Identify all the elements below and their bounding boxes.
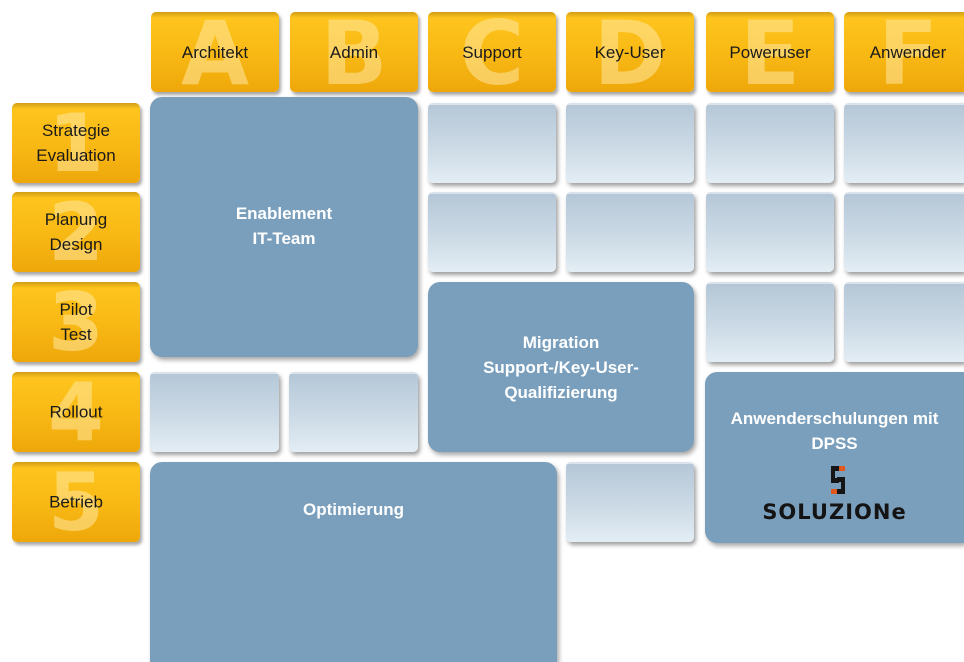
row-label: Planung Design	[12, 207, 140, 257]
column-header-d: D Key-User	[566, 12, 694, 92]
column-header-c: C Support	[428, 12, 556, 92]
block-label: Migration Support-/Key-User- Qualifizier…	[428, 330, 694, 405]
cell-a4	[150, 372, 279, 452]
row-label: Rollout	[12, 400, 140, 425]
row-label: Strategie Evaluation	[12, 118, 140, 168]
block-label: Optimierung	[150, 497, 557, 522]
row-label-line: Strategie	[41, 121, 111, 140]
cell-e2	[706, 192, 834, 272]
block-label-line: DPSS	[811, 434, 858, 453]
row-header-3: 3 Pilot Test	[12, 282, 140, 362]
block-enablement-it-team: Enablement IT-Team	[150, 97, 418, 357]
cell-f1	[844, 103, 964, 183]
cell-f3	[844, 282, 964, 362]
cell-e1	[706, 103, 834, 183]
row-label-line: Design	[49, 235, 103, 254]
block-label-line: Support-/Key-User-	[483, 358, 639, 377]
cell-b4	[289, 372, 418, 452]
column-header-f: F Anwender	[844, 12, 964, 92]
block-label: Enablement IT-Team	[150, 201, 418, 251]
soluzione-logo-text: SOLUZIONe	[762, 500, 907, 524]
block-label: Anwenderschulungen mit DPSS	[705, 406, 964, 456]
row-label: Betrieb	[12, 490, 140, 515]
column-label: Key-User	[594, 43, 666, 62]
column-label: Anwender	[869, 43, 947, 62]
column-header-e: E Poweruser	[706, 12, 834, 92]
row-header-2: 2 Planung Design	[12, 192, 140, 272]
row-label-line: Betrieb	[49, 492, 103, 512]
row-label-line: Planung	[44, 210, 108, 229]
block-label-line: Migration	[522, 333, 600, 352]
row-label-line: Pilot	[59, 300, 93, 319]
cell-e3	[706, 282, 834, 362]
block-migration-qualifizierung: Migration Support-/Key-User- Qualifizier…	[428, 282, 694, 452]
cell-d2	[566, 192, 694, 272]
cell-d1	[566, 103, 694, 183]
column-label: Support	[462, 43, 522, 62]
cell-d5	[566, 462, 694, 542]
soluzione-logo-icon	[831, 466, 845, 494]
block-label-line: IT-Team	[252, 229, 316, 248]
block-label-line: Qualifizierung	[504, 383, 618, 402]
block-optimierung: Optimierung	[150, 462, 557, 662]
column-label: Admin	[329, 43, 379, 62]
row-label-line: Evaluation	[36, 146, 116, 165]
block-label-line: Enablement	[235, 204, 333, 223]
row-header-4: 4 Rollout	[12, 372, 140, 452]
column-label: Poweruser	[729, 43, 811, 62]
block-label-line: Anwenderschulungen mit	[730, 409, 939, 428]
cell-c1	[428, 103, 556, 183]
block-anwenderschulungen-dpss: Anwenderschulungen mit DPSS SOLUZIONe	[705, 372, 964, 543]
row-header-5: 5 Betrieb	[12, 462, 140, 542]
column-label: Architekt	[181, 43, 249, 62]
cell-c2	[428, 192, 556, 272]
row-header-1: 1 Strategie Evaluation	[12, 103, 140, 183]
column-header-a: A Architekt	[151, 12, 279, 92]
block-label-line: Optimierung	[302, 500, 405, 519]
cell-f2	[844, 192, 964, 272]
row-label: Pilot Test	[12, 297, 140, 347]
column-header-b: B Admin	[290, 12, 418, 92]
row-label-line: Rollout	[49, 402, 103, 422]
row-label-line: Test	[60, 325, 92, 344]
